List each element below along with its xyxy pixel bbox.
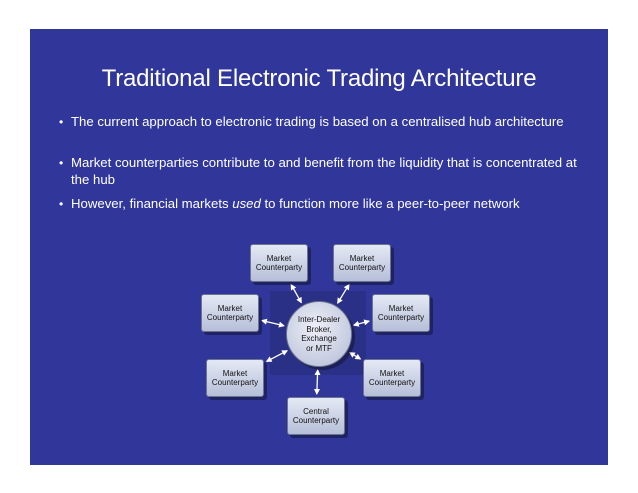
slide-title: Traditional Electronic Trading Architect…	[101, 65, 537, 92]
bullet-item: • Market counterparties contribute to an…	[59, 155, 581, 188]
node-label-line: Market	[266, 253, 292, 263]
diagram-arrows	[260, 283, 371, 396]
node-label-line: Market	[349, 253, 375, 263]
node-label-line: Exchange	[301, 334, 337, 343]
connector-arrow	[260, 318, 285, 328]
node-label-line: Market	[388, 303, 414, 313]
node-label-line: Counterparty	[206, 313, 254, 322]
node-label-line: Market	[379, 368, 405, 378]
node-label-line: Counterparty	[377, 313, 425, 322]
connector-arrow	[337, 283, 350, 305]
node-label-line: Inter-Dealer	[297, 315, 341, 324]
bullet-icon: •	[59, 156, 64, 170]
bullet-icon: •	[59, 115, 64, 129]
connector-arrow	[348, 352, 362, 360]
connector-arrow	[352, 319, 371, 327]
node-label-line: or MTF	[306, 343, 332, 353]
bullet-text: Market counterparties contribute to and …	[71, 155, 577, 187]
bullet-text: The current approach to electronic tradi…	[71, 114, 564, 129]
bullet-text-end: to function more like a peer-to-peer net…	[260, 196, 520, 211]
bullet-item: • However, financial markets used to fun…	[59, 196, 581, 213]
bullet-emphasis: used	[232, 196, 261, 211]
slide: Traditional Electronic Trading Architect…	[30, 29, 608, 465]
node-label-line: Counterparty	[338, 263, 386, 272]
node-label-line: Market	[222, 368, 248, 378]
connector-arrow	[265, 350, 288, 362]
bullet-text-start: However, financial markets	[71, 196, 233, 211]
node-label-line: Counterparty	[292, 416, 340, 425]
node-label-line: Market	[217, 303, 243, 313]
node-label-line: Counterparty	[255, 263, 303, 272]
node-label-line: Counterparty	[368, 378, 416, 387]
node-label-line: Broker,	[306, 324, 332, 334]
connector-arrow	[313, 368, 321, 396]
bullet-icon: •	[59, 197, 64, 211]
node-label-line: Counterparty	[211, 378, 259, 387]
node-label-line: Central	[303, 406, 329, 416]
bullet-item: • The current approach to electronic tra…	[59, 114, 581, 131]
connector-arrow	[290, 283, 302, 304]
